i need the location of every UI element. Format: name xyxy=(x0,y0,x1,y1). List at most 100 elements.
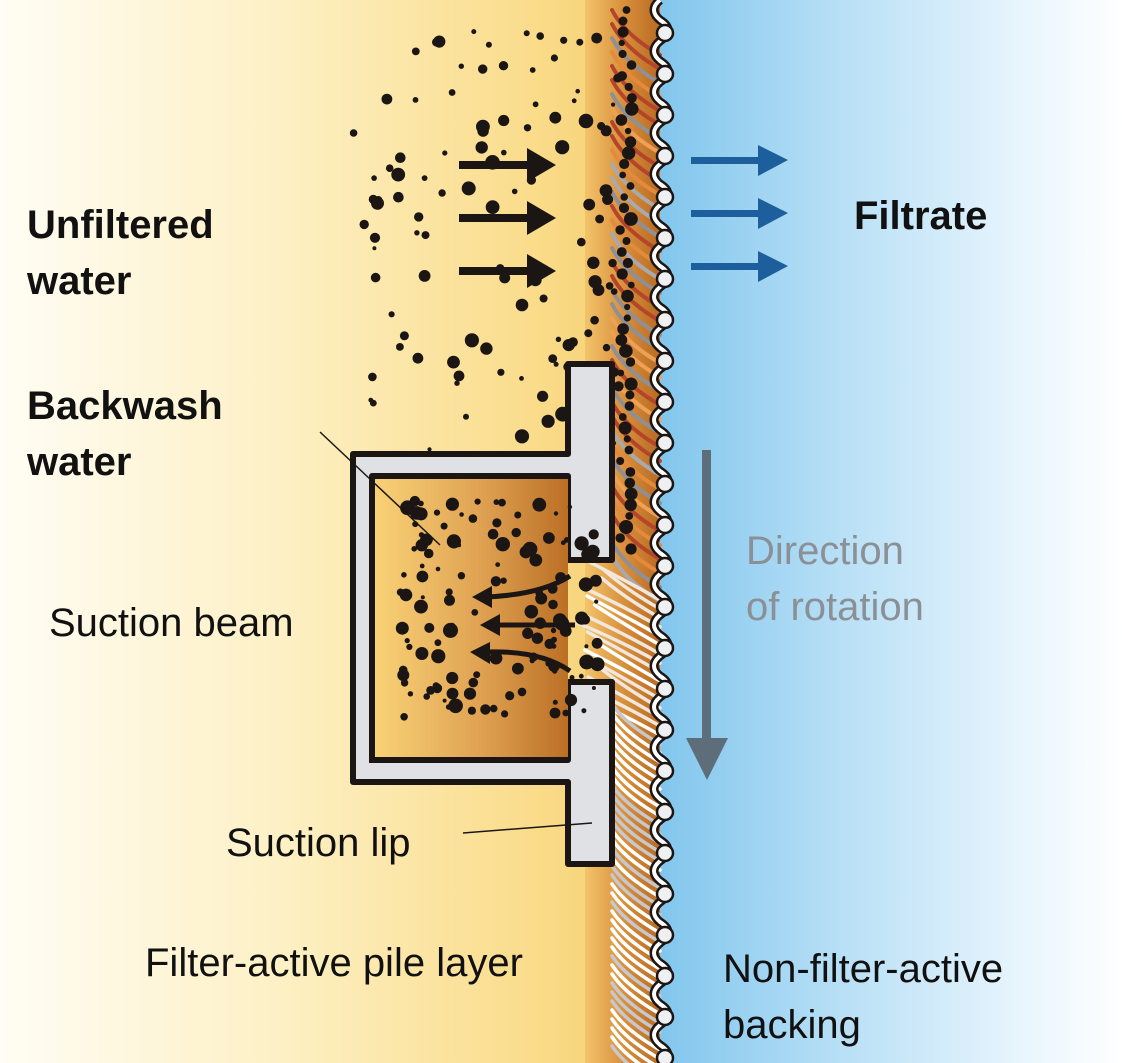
particle xyxy=(418,270,431,282)
trapped-particle xyxy=(622,6,631,14)
backwash-particle xyxy=(493,499,500,505)
backwash-particle xyxy=(414,599,428,614)
particle xyxy=(463,413,469,420)
trapped-particle xyxy=(619,520,634,534)
backing-weft-circle xyxy=(655,638,675,658)
backwash-particle xyxy=(416,570,429,583)
backwash-particle xyxy=(407,691,414,697)
backwash-particle xyxy=(400,679,409,687)
backwash-particle xyxy=(578,577,594,592)
particle xyxy=(599,184,613,198)
particle xyxy=(577,237,586,247)
particle xyxy=(560,36,568,44)
particle xyxy=(369,232,381,243)
backing-weft-circle xyxy=(655,228,675,248)
backwash-particle xyxy=(487,528,499,540)
particle xyxy=(448,89,456,96)
trapped-particle xyxy=(619,158,630,170)
particle xyxy=(575,88,580,94)
particle xyxy=(396,343,404,351)
backwash-particle xyxy=(445,588,453,596)
filtrate-arrow-3 xyxy=(691,251,788,282)
backwash-particle xyxy=(415,647,429,660)
particle xyxy=(611,102,616,107)
pile-fibre xyxy=(599,576,662,620)
particle xyxy=(608,258,617,268)
trapped-particle xyxy=(626,182,635,190)
backwash-particle xyxy=(423,693,431,700)
trapped-particle xyxy=(625,390,635,400)
particle xyxy=(576,38,584,46)
pile-fibre xyxy=(610,972,662,1016)
backwash-particle xyxy=(400,713,408,721)
backwash-particle xyxy=(468,514,478,523)
pile-fibre xyxy=(610,936,662,980)
trapped-particle xyxy=(627,93,637,103)
trapped-particle xyxy=(617,323,629,335)
non-filter-active-backing-weave xyxy=(649,0,675,1063)
particle xyxy=(412,352,424,364)
suction-lip-label: Suction lip xyxy=(226,821,411,865)
backwash-particle xyxy=(553,511,559,516)
backwash-particle xyxy=(550,627,557,634)
trapped-particle xyxy=(625,102,639,116)
particle xyxy=(536,32,544,40)
backwash-arrows xyxy=(470,573,575,674)
backwash-particle xyxy=(418,500,424,507)
particle xyxy=(519,376,524,381)
trapped-particle xyxy=(621,289,634,303)
trapped-particle xyxy=(619,344,633,358)
particle xyxy=(454,380,460,386)
rotation-direction-arrow xyxy=(686,450,728,780)
trapped-particle xyxy=(615,334,628,346)
backing-weft-circle xyxy=(655,187,675,207)
trapped-particle xyxy=(624,477,636,489)
backwash-particle xyxy=(426,686,435,695)
backwash-particle xyxy=(492,518,502,528)
backing-weft-circle xyxy=(655,474,675,494)
trapped-particle xyxy=(625,467,636,477)
backwash-particle xyxy=(569,675,575,680)
backing-weft-circle xyxy=(655,884,675,904)
backwash-particle xyxy=(517,687,527,697)
trapped-particle xyxy=(615,225,625,235)
pile-fibre xyxy=(610,148,662,197)
trapped-particle xyxy=(618,202,630,214)
particle xyxy=(562,339,575,352)
backwash-particle xyxy=(406,643,413,651)
trapped-particle xyxy=(617,26,629,38)
particle xyxy=(412,97,419,103)
trapped-particle xyxy=(619,171,627,179)
particle xyxy=(385,164,394,172)
backing-weft-circle xyxy=(655,105,675,125)
pile-fibre xyxy=(610,1008,662,1052)
particle xyxy=(592,284,605,296)
particle xyxy=(414,230,420,236)
trapped-particle xyxy=(625,543,637,555)
backwash-particle xyxy=(581,548,594,561)
pile-fibre xyxy=(610,316,662,365)
particle xyxy=(391,167,406,182)
backing-weft-circle xyxy=(655,146,675,166)
particle xyxy=(501,149,507,156)
backwash-particle xyxy=(419,563,425,569)
trapped-particle xyxy=(618,413,627,421)
filtrate-arrows xyxy=(691,145,788,282)
particle xyxy=(447,355,460,369)
backwash-particle xyxy=(514,511,522,519)
trapped-particle xyxy=(623,314,631,322)
backwash-water-label: Backwash water xyxy=(27,384,223,484)
pile-fibre xyxy=(610,232,662,281)
trapped-particle xyxy=(624,82,633,92)
backwash-particle xyxy=(567,504,573,510)
pile-fibre xyxy=(579,612,662,656)
particle xyxy=(478,64,488,74)
trapped-particle xyxy=(616,247,627,257)
particle xyxy=(541,414,555,428)
particle xyxy=(372,246,377,251)
particle xyxy=(499,272,511,284)
particle xyxy=(485,200,500,215)
backing-weft-circle xyxy=(655,515,675,535)
trapped-particle xyxy=(617,71,627,81)
backwash-particle xyxy=(459,512,464,517)
